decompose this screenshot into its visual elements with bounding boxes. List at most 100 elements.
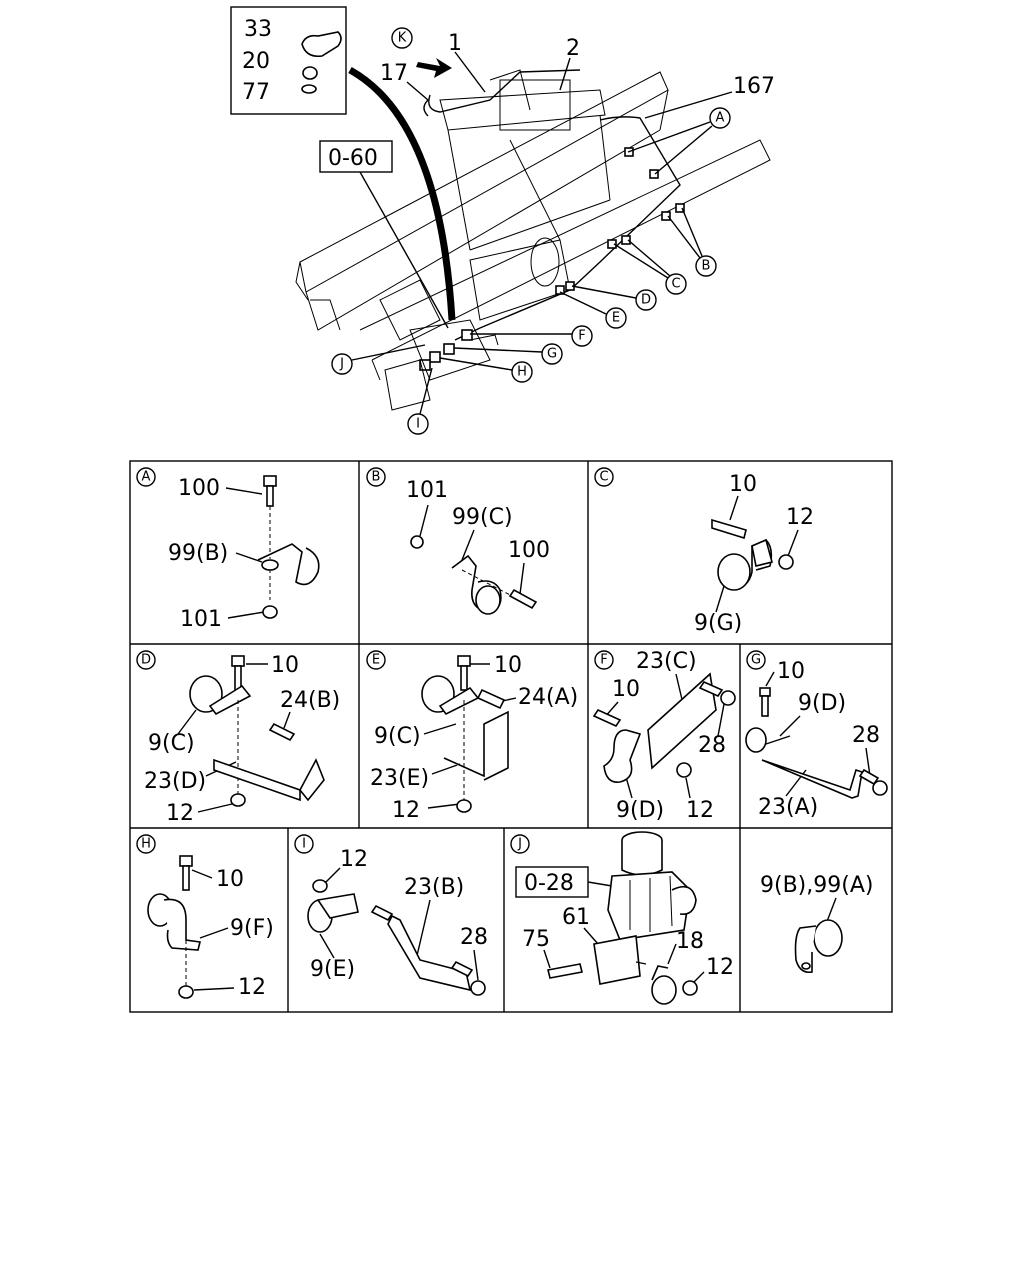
- air-pipe-upper: [428, 69, 581, 113]
- callout-I: I: [416, 417, 420, 432]
- callout-F: F: [578, 329, 585, 344]
- panel-H-label-9F: 9(F): [230, 916, 274, 941]
- panel-clip-label: 9(B),99(A): [760, 873, 873, 898]
- inset-label-20: 20: [242, 49, 270, 74]
- panel-E-label-9C: 9(C): [374, 724, 421, 749]
- callout-J: J: [339, 357, 344, 372]
- panel-J-key: J: [517, 837, 522, 852]
- panel-D-label-23D: 23(D): [144, 769, 206, 794]
- air-tank: [469, 237, 571, 321]
- view-arrow: [416, 58, 452, 78]
- panel-D-label-24B: 24(B): [280, 688, 340, 713]
- panel-D-key: D: [141, 653, 151, 668]
- part-label-2: 2: [566, 36, 580, 61]
- pipe-clamps: [419, 147, 685, 371]
- callout-H: H: [517, 365, 527, 380]
- panel-I-label-28: 28: [460, 925, 488, 950]
- panel-D-label-10: 10: [271, 653, 299, 678]
- callout-K-label: K: [398, 31, 407, 46]
- panel-A-key: A: [142, 470, 151, 485]
- panel-C-label-10: 10: [729, 472, 757, 497]
- panel-F-label-23C: 23(C): [636, 649, 697, 674]
- ref-box-0-60-label: 0-60: [328, 146, 378, 171]
- panel-C-label-12: 12: [786, 505, 814, 530]
- panel-F-label-12: 12: [686, 798, 714, 823]
- panel-A-label-101: 101: [180, 607, 222, 632]
- panel-I-label-9E: 9(E): [310, 957, 355, 982]
- detail-panel-E: E 10 24(A) 9(C) 23(E) 12: [366, 650, 578, 823]
- panel-E-key: E: [372, 653, 380, 668]
- callout-G: G: [547, 347, 557, 362]
- detail-panel-I: I 12 23(B) 28 9(E): [294, 834, 488, 996]
- detail-panel-C: C 10 12 9(G): [594, 467, 814, 636]
- callout-B: B: [702, 259, 711, 274]
- part-label-167: 167: [733, 74, 775, 99]
- nut-part: [302, 66, 318, 80]
- panel-J-label-18: 18: [676, 929, 704, 954]
- detail-panel-B: B 101 99(C) 100: [366, 467, 550, 615]
- panel-G-label-23A: 23(A): [758, 795, 818, 820]
- cap-part: [301, 31, 342, 58]
- callout-A: A: [716, 111, 725, 126]
- inset-label-33: 33: [244, 17, 272, 42]
- panel-I-label-12: 12: [340, 847, 368, 872]
- inset-box: [230, 6, 347, 115]
- inset-label-77: 77: [242, 80, 270, 105]
- ref-box-0-60: [319, 140, 393, 173]
- panel-I-label-23B: 23(B): [404, 875, 464, 900]
- panel-D-label-9C: 9(C): [148, 731, 195, 756]
- overview-callouts: A B C D E F G H I J: [331, 107, 731, 435]
- detail-panel-G: G 10 9(D) 28 23(A): [745, 650, 888, 820]
- detail-grid: [129, 460, 893, 1013]
- panel-H-key: H: [141, 837, 151, 852]
- panel-E-label-23E: 23(E): [370, 766, 429, 791]
- panel-C-label-9G: 9(G): [694, 611, 742, 636]
- panel-F-key: F: [600, 653, 607, 668]
- panel-C-key: C: [599, 470, 608, 485]
- panel-G-label-28: 28: [852, 723, 880, 748]
- washer-part: [301, 84, 317, 94]
- inset-pointer: [348, 66, 456, 321]
- panel-J-label-75: 75: [522, 927, 550, 952]
- detail-panel-F: F 23(C) 10 28 9(D) 12: [592, 649, 736, 823]
- panel-B-label-101: 101: [406, 478, 448, 503]
- detail-panel-clip: 9(B),99(A): [760, 873, 873, 974]
- panel-G-label-10: 10: [777, 659, 805, 684]
- callout-C: C: [671, 277, 680, 292]
- panel-J-label-12: 12: [706, 955, 734, 980]
- air-pipe-main: [454, 116, 681, 341]
- callout-D: D: [641, 293, 651, 308]
- part-label-1: 1: [448, 31, 462, 56]
- panel-H-label-10: 10: [216, 867, 244, 892]
- panel-A-label-99B: 99(B): [168, 541, 228, 566]
- detail-panel-A: A 100 99(B) 101: [136, 467, 320, 632]
- panel-G-key: G: [751, 653, 761, 668]
- panel-B-key: B: [372, 470, 381, 485]
- crossmember: [439, 69, 611, 251]
- panel-E-label-24A: 24(A): [518, 685, 578, 710]
- callout-E: E: [612, 311, 620, 326]
- panel-E-label-10: 10: [494, 653, 522, 678]
- overview-illustration: 33 20 77: [230, 6, 775, 435]
- panel-I-key: I: [302, 837, 306, 852]
- panel-D-label-12: 12: [166, 801, 194, 826]
- panel-B-label-100: 100: [508, 538, 550, 563]
- panel-G-label-9D: 9(D): [798, 691, 846, 716]
- callout-K: [391, 27, 413, 49]
- panel-E-label-12: 12: [392, 798, 420, 823]
- panel-A-label-100: 100: [178, 476, 220, 501]
- panel-F-label-9D: 9(D): [616, 798, 664, 823]
- frame-rails: [295, 71, 771, 381]
- part-label-17: 17: [380, 61, 408, 86]
- detail-panel-D: D 10 24(B) 9(C) 23(D) 12: [136, 650, 340, 826]
- lower-assembly: [384, 319, 499, 411]
- ref-box-0-28-label: 0-28: [524, 871, 574, 896]
- panel-H-label-12: 12: [238, 975, 266, 1000]
- panel-B-label-99C: 99(C): [452, 505, 513, 530]
- detail-panel-H: H 10 9(F) 12: [136, 834, 274, 1000]
- panel-F-label-28: 28: [698, 733, 726, 758]
- panel-J-label-61: 61: [562, 905, 590, 930]
- panel-F-label-10: 10: [612, 677, 640, 702]
- detail-panel-J: J 0-28 75 61 18 12: [510, 831, 734, 1005]
